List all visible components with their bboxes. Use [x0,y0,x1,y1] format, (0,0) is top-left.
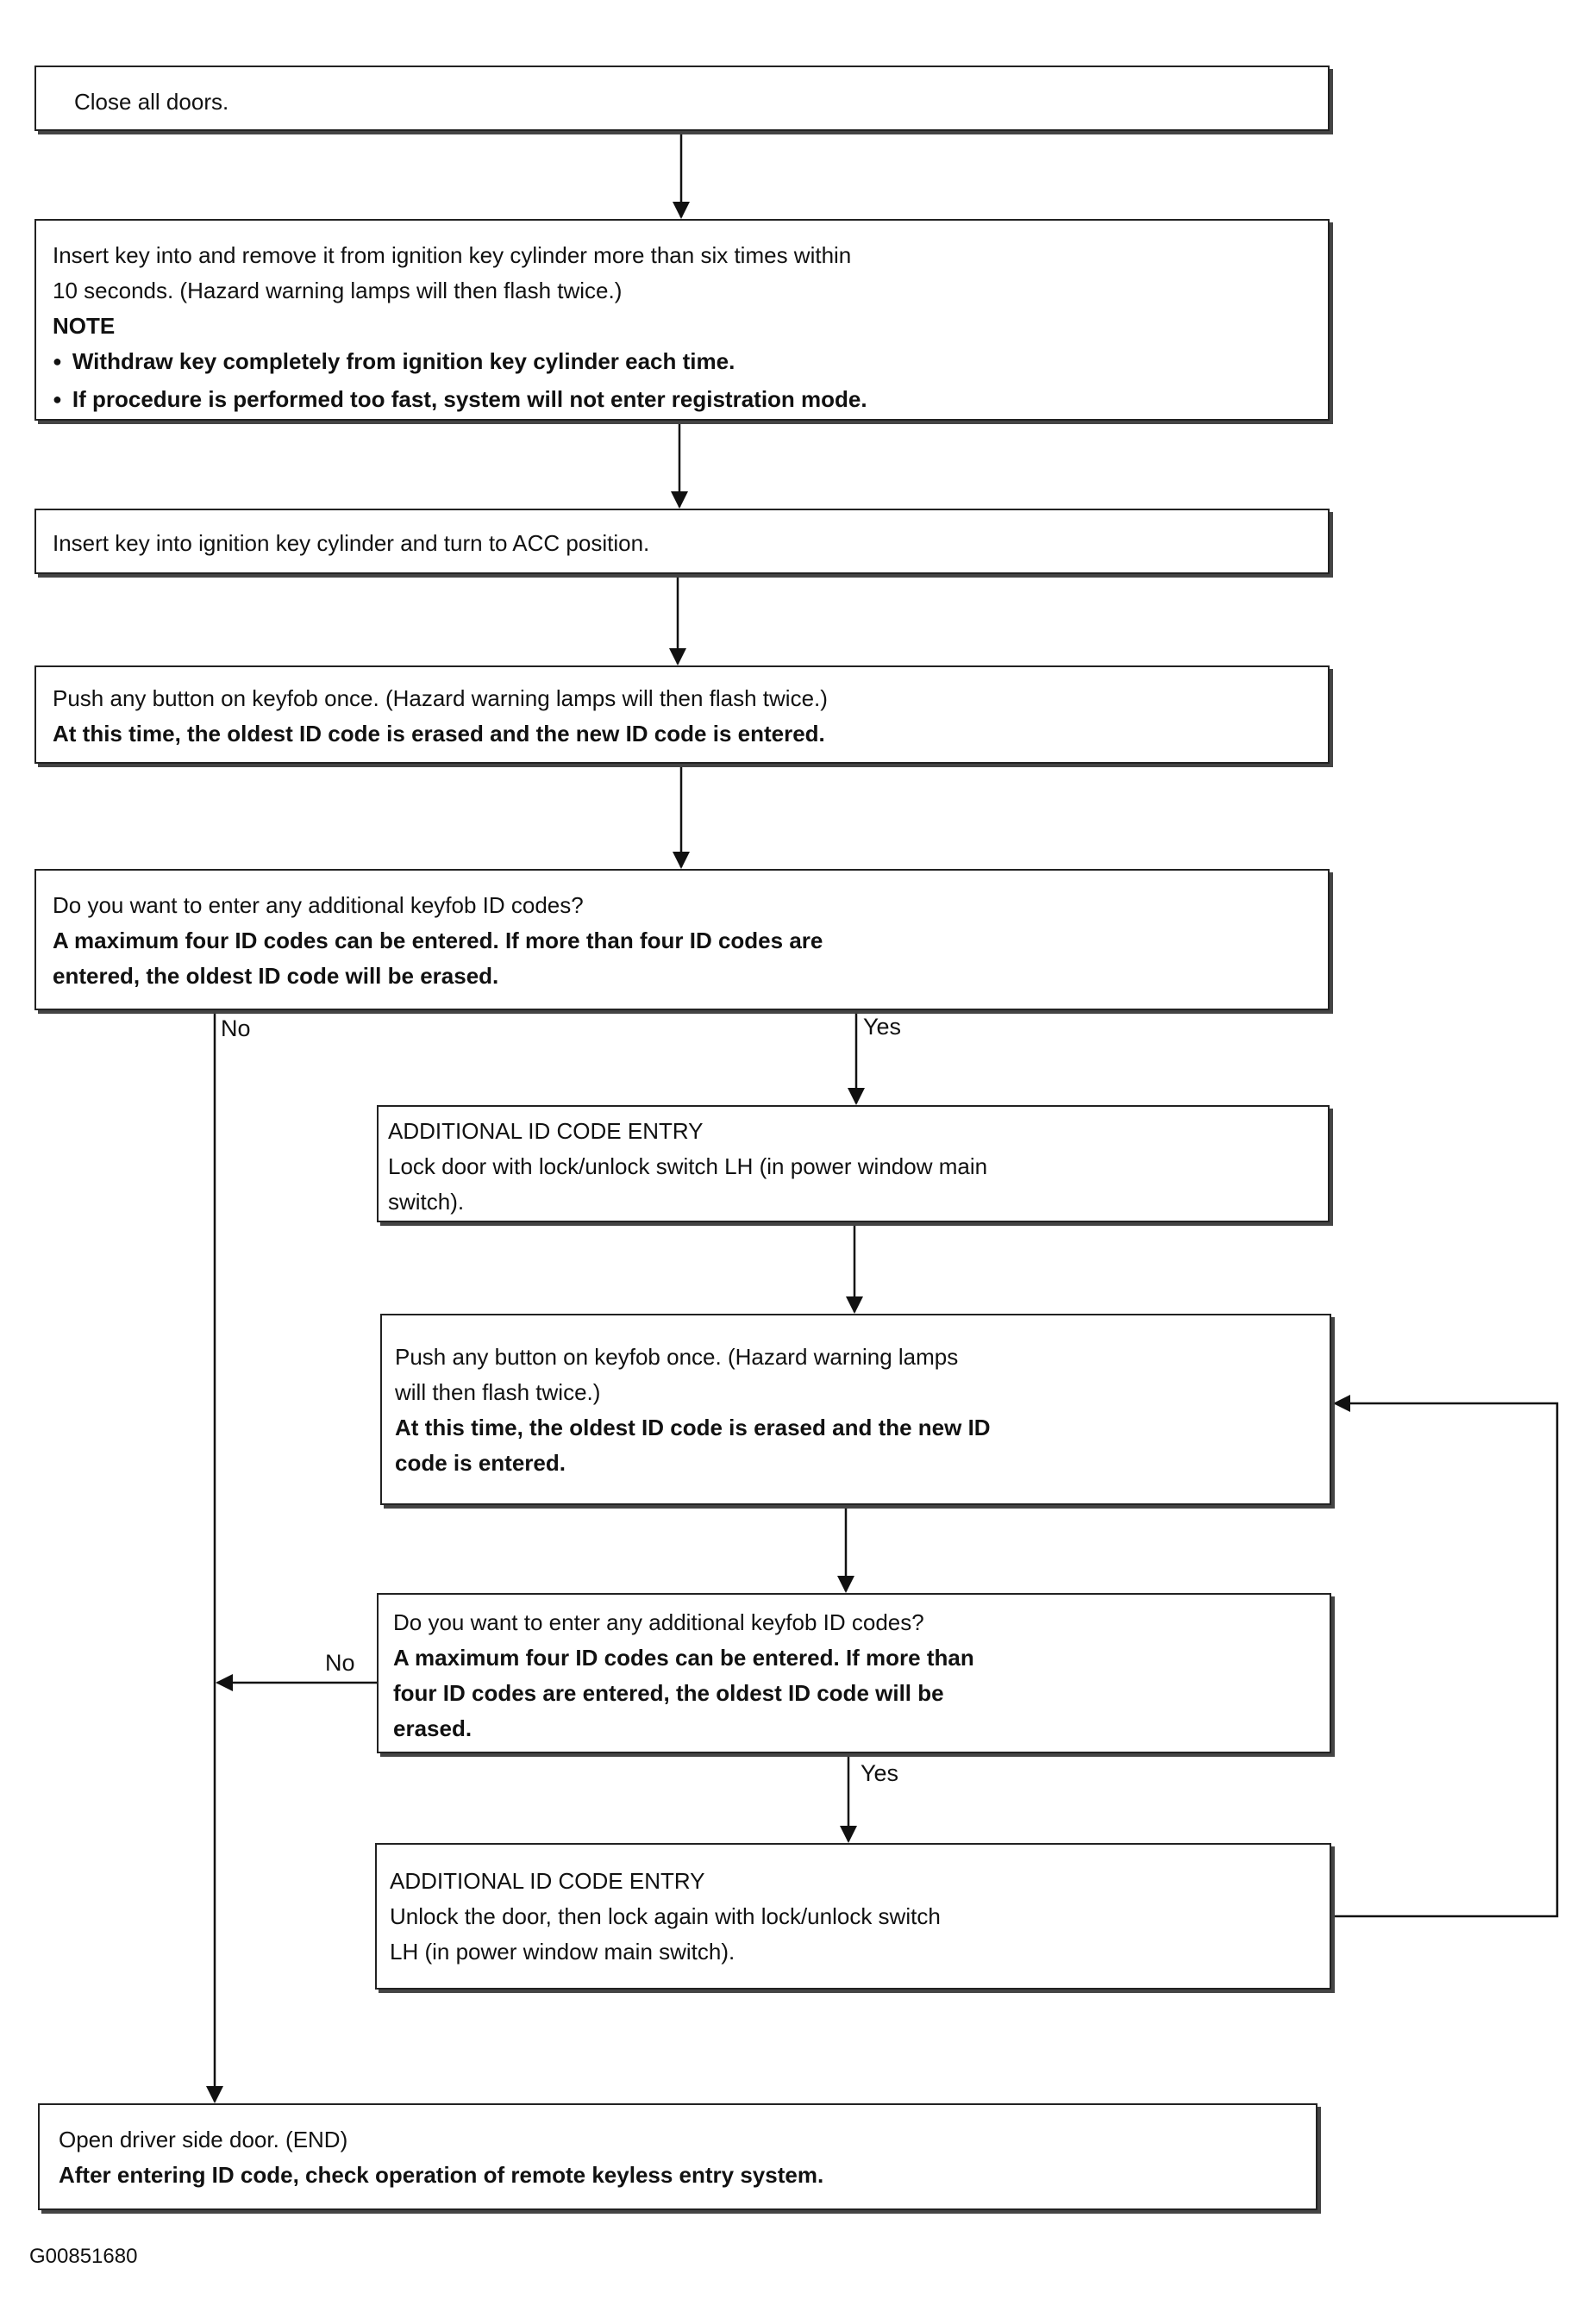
step-push-keyfob-additional [380,1314,1331,1505]
step-unlock-lock-again [375,1843,1331,1990]
step-lock-door-text: ADDITIONAL ID CODE ENTRY Lock door with … [388,1118,988,1215]
step-push-keyfob-additional-text: Push any button on keyfob once. (Hazard … [395,1344,991,1476]
step-unlock-lock-again-text: ADDITIONAL ID CODE ENTRY Unlock the door… [390,1868,941,1965]
decision-additional-codes [34,869,1330,1010]
label-no-1: No [221,1015,251,1041]
label-no-2: No [325,1650,355,1676]
step-turn-to-acc [34,509,1330,574]
step-push-keyfob [34,665,1330,764]
figure-id: G00851680 [29,2245,138,2268]
note-label: NOTE [53,313,116,339]
decision-additional-codes-2-text: Do you want to enter any additional keyf… [393,1609,974,1741]
step-turn-to-acc-text: Insert key into ignition key cylinder an… [53,530,650,556]
step-lock-door [377,1105,1330,1222]
label-yes-2: Yes [861,1760,899,1786]
step-insert-remove-key-text: Insert key into and remove it from ignit… [53,238,867,420]
step-close-doors-text: Close all doors. [74,89,229,115]
label-yes-1: Yes [863,1014,902,1040]
step-open-driver-door-end [38,2103,1317,2210]
loop-back-line [1331,1395,1559,1918]
step-push-keyfob-text: Push any button on keyfob once. (Hazard … [53,685,828,747]
step-close-doors [34,66,1330,131]
decision-additional-codes-2 [377,1593,1331,1753]
step-open-driver-door-end-text: Open driver side door. (END) After enter… [59,2127,824,2188]
decision-additional-codes-text: Do you want to enter any additional keyf… [53,892,823,989]
